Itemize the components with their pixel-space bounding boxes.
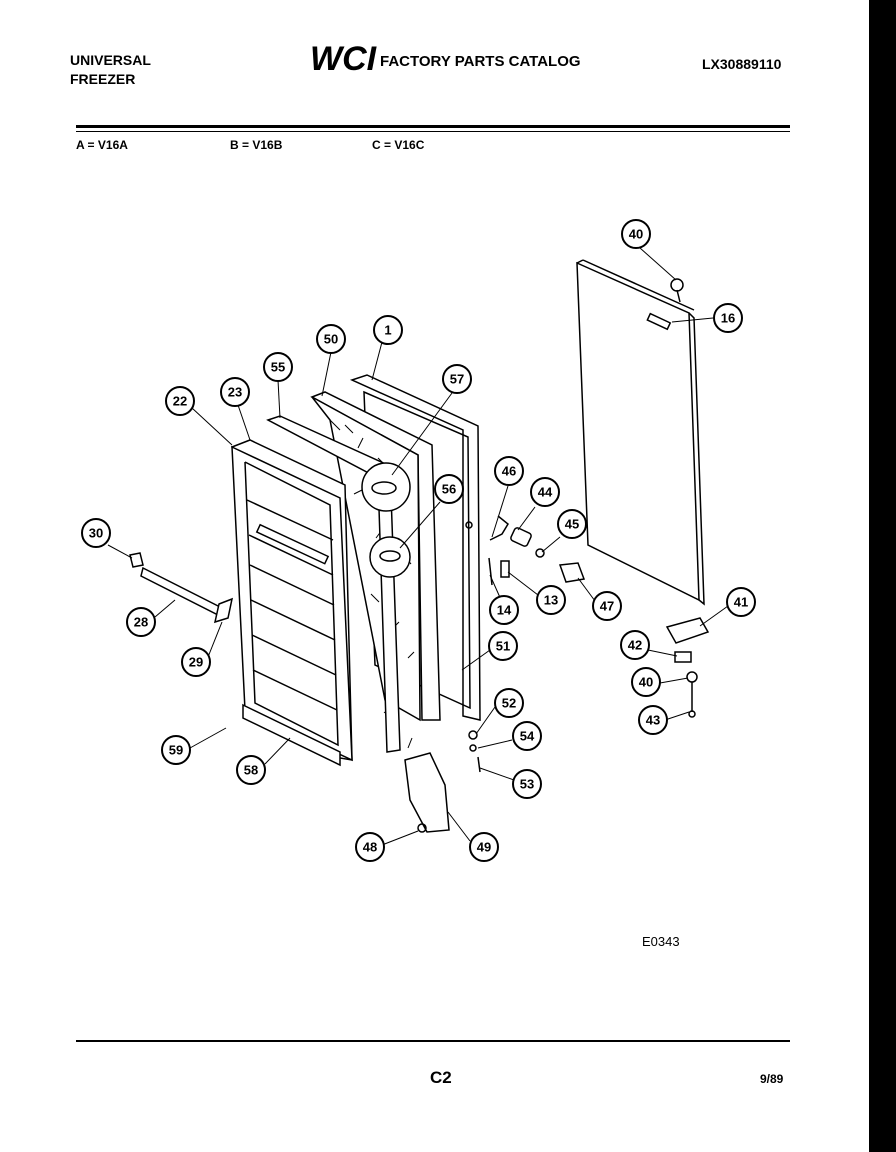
part-callout-40: 40 — [621, 219, 651, 249]
outer-door-panel — [576, 259, 705, 606]
part-callout-label: 41 — [734, 595, 748, 610]
handle-parts — [488, 515, 586, 586]
inner-door-liner — [231, 439, 353, 767]
part-callout-1: 1 — [373, 315, 403, 345]
screw-detail-upper — [361, 462, 411, 512]
part-callout-label: 51 — [496, 639, 510, 654]
part-callout-43: 43 — [638, 705, 668, 735]
part-callout-56: 56 — [434, 474, 464, 504]
model-legend-a: A = V16A — [76, 138, 128, 152]
brand-line-1: UNIVERSAL — [70, 52, 151, 68]
page-number: C2 — [430, 1068, 452, 1087]
part-callout-46: 46 — [494, 456, 524, 486]
part-callout-51: 51 — [488, 631, 518, 661]
part-callout-label: 16 — [721, 311, 735, 326]
part-callout-label: 58 — [244, 763, 258, 778]
parts-catalog-page: UNIVERSAL FREEZER WCI FACTORY PARTS CATA… — [0, 0, 869, 1152]
part-callout-label: 47 — [600, 599, 614, 614]
part-callout-label: 55 — [271, 360, 285, 375]
part-callout-55: 55 — [263, 352, 293, 382]
screw-detail-lower — [369, 536, 411, 578]
part-callout-40: 40 — [631, 667, 661, 697]
kick-plate — [404, 752, 450, 833]
drawing-code: E0343 — [642, 934, 680, 949]
exploded-door-diagram: 40 16 1 50 55 57 23 22 46 44 56 45 30 14 13 47 41 28 29 42 5… — [81, 219, 756, 862]
part-callout-58: 58 — [236, 755, 266, 785]
part-callout-label: 1 — [384, 323, 391, 338]
part-callout-22: 22 — [165, 386, 195, 416]
part-callout-label: 40 — [629, 227, 643, 242]
part-callout-label: 29 — [189, 655, 203, 670]
part-callout-42: 42 — [620, 630, 650, 660]
part-callout-48: 48 — [355, 832, 385, 862]
part-callout-14: 14 — [489, 595, 519, 625]
part-callout-label: 43 — [646, 713, 660, 728]
part-callout-label: 53 — [520, 777, 534, 792]
model-legend-c: C = V16C — [372, 138, 425, 152]
logo-text: WCI — [310, 40, 378, 76]
part-callout-53: 53 — [512, 769, 542, 799]
part-callout-label: 22 — [173, 394, 187, 409]
part-callout-label: 56 — [442, 482, 456, 497]
part-callout-13: 13 — [536, 585, 566, 615]
part-callout-label: 59 — [169, 743, 183, 758]
catalog-title: FACTORY PARTS CATALOG — [380, 53, 581, 70]
part-callout-label: 42 — [628, 638, 642, 653]
part-callout-23: 23 — [220, 377, 250, 407]
part-callout-label: 49 — [477, 840, 491, 855]
part-callout-52: 52 — [494, 688, 524, 718]
part-callout-45: 45 — [557, 509, 587, 539]
part-callout-49: 49 — [469, 832, 499, 862]
part-callout-label: 14 — [497, 603, 512, 618]
part-callout-label: 45 — [565, 517, 579, 532]
shelf-bar — [129, 552, 234, 624]
part-callout-28: 28 — [126, 607, 156, 637]
part-callout-30: 30 — [81, 518, 111, 548]
footer-rule — [76, 1040, 790, 1042]
part-callout-label: 48 — [363, 840, 377, 855]
part-callout-label: 54 — [520, 729, 535, 744]
brand-line-2: FREEZER — [70, 71, 136, 87]
header-rule-thick — [76, 125, 790, 128]
part-callout-54: 54 — [512, 721, 542, 751]
part-callout-16: 16 — [713, 303, 743, 333]
part-callout-label: 44 — [538, 485, 553, 500]
callout-layer: 40 16 1 50 55 57 23 22 46 44 56 45 30 14 13 47 41 28 29 42 5… — [81, 219, 756, 862]
catalog-number: LX30889110 — [702, 56, 782, 72]
hinge-assembly — [665, 278, 710, 718]
header-rule-thin — [76, 131, 790, 132]
part-callout-57: 57 — [442, 364, 472, 394]
model-legend-b: B = V16B — [230, 138, 283, 152]
part-callout-41: 41 — [726, 587, 756, 617]
part-callout-label: 46 — [502, 464, 516, 479]
part-callout-label: 40 — [639, 675, 653, 690]
part-callout-label: 52 — [502, 696, 516, 711]
part-callout-label: 28 — [134, 615, 148, 630]
part-callout-29: 29 — [181, 647, 211, 677]
part-callout-label: 30 — [89, 526, 103, 541]
part-callout-47: 47 — [592, 591, 622, 621]
part-callout-50: 50 — [316, 324, 346, 354]
part-callout-label: 57 — [450, 372, 464, 387]
part-callout-44: 44 — [530, 477, 560, 507]
wci-logo: WCI — [310, 40, 378, 76]
print-date: 9/89 — [760, 1072, 784, 1086]
part-callout-59: 59 — [161, 735, 191, 765]
part-callout-label: 23 — [228, 385, 242, 400]
part-callout-label: 50 — [324, 332, 338, 347]
part-callout-label: 13 — [544, 593, 558, 608]
